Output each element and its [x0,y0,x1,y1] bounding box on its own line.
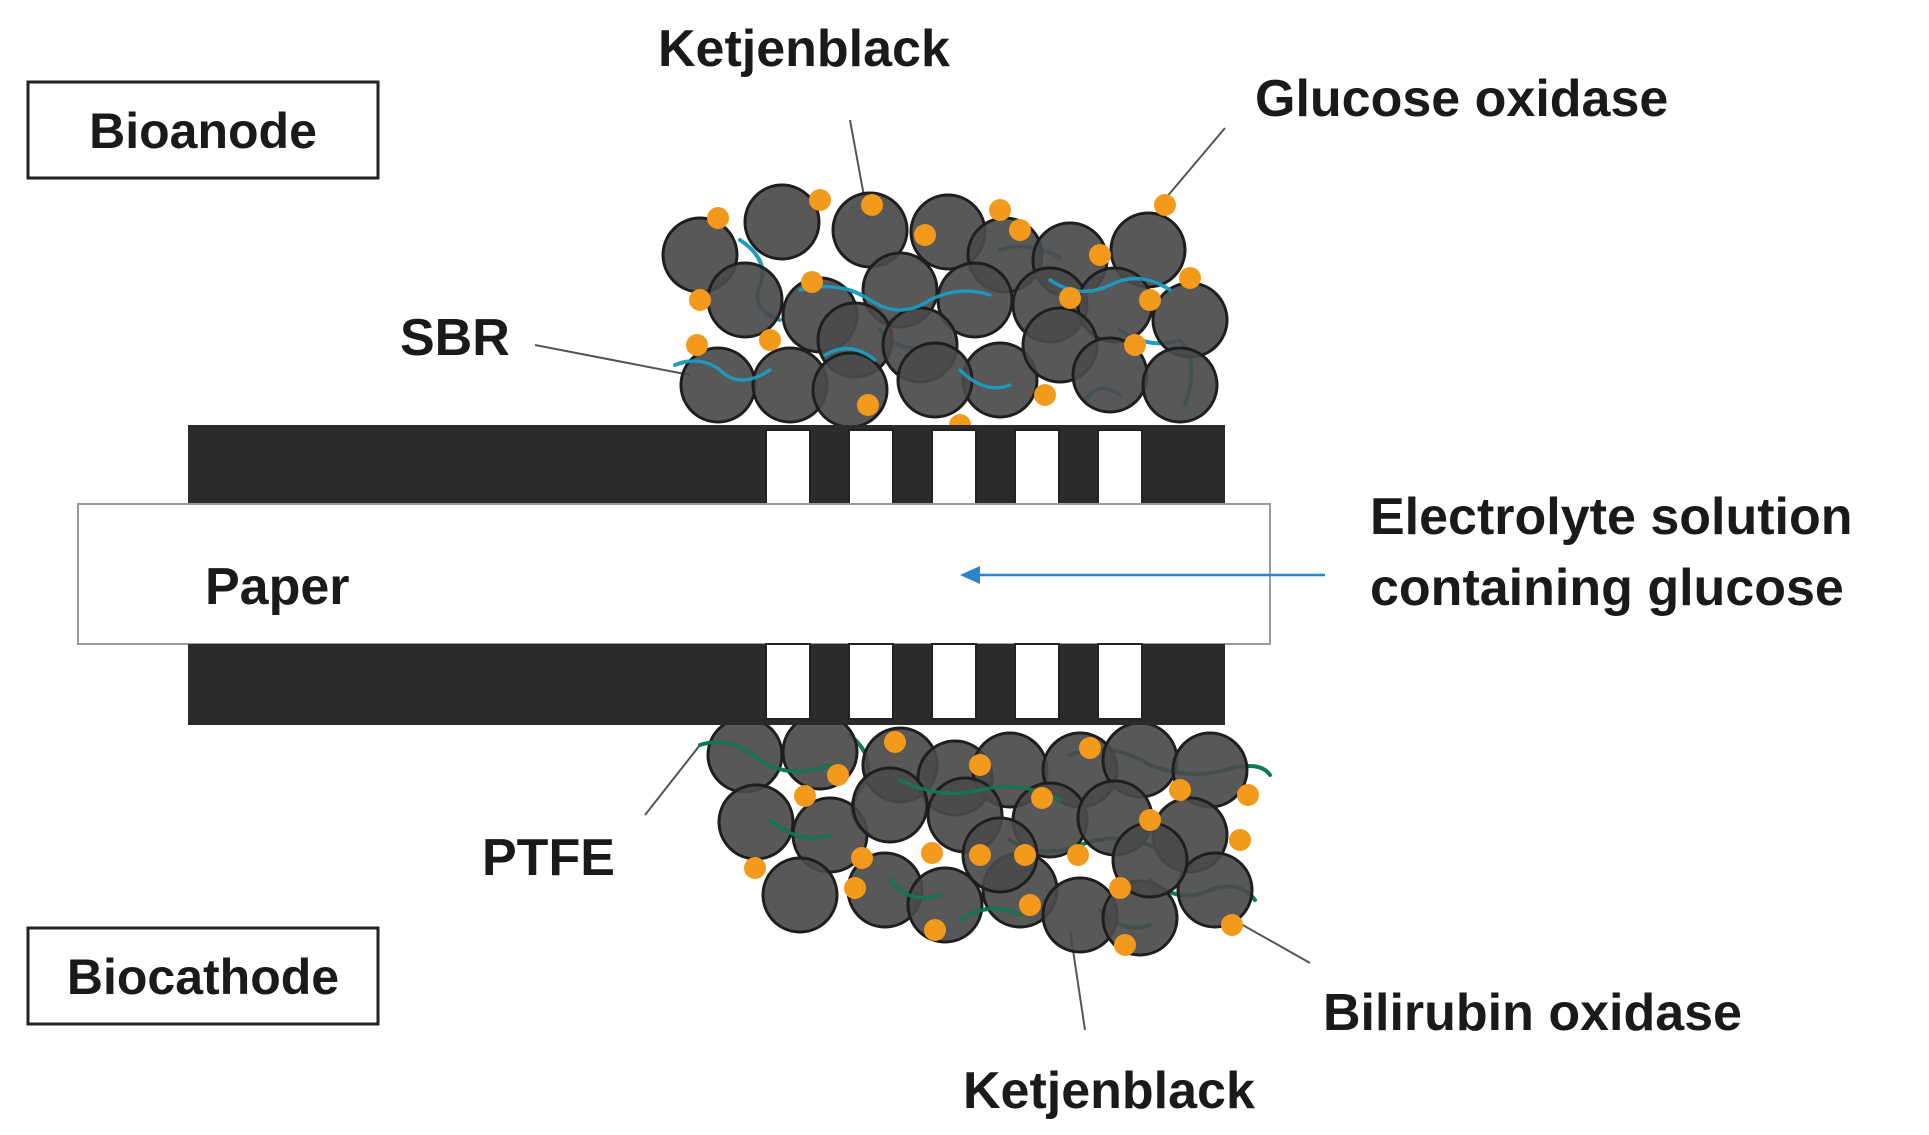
enzyme-dot-icon [1031,787,1053,809]
enzyme-dot-icon [851,847,873,869]
paper-label: Paper [205,558,350,616]
enzyme-dot-icon [1109,877,1131,899]
binder-strand [823,346,877,362]
enzyme-dot-icon [759,329,781,351]
top-electrode-pore [931,429,977,505]
electrolyte-label-line2: containing glucose [1370,559,1844,617]
electrolyte-label-line1: Electrolyte solution [1370,488,1853,546]
enzyme-dot-icon [744,857,766,879]
enzyme-dot-icon [921,842,943,864]
flow-arrow-icon [960,566,1325,584]
ptfe-label: PTFE [482,829,615,887]
enzyme-dot-icon [1009,219,1031,241]
top-electrode-pore [848,429,894,505]
enzyme-dot-icon [884,731,906,753]
bottom-electrode-body [188,644,1225,725]
top-electrode-pore [765,429,811,505]
ketjenblack-particle-icon [1151,281,1229,359]
biocathode-label: Biocathode [67,949,339,1005]
bilirubin-oxidase-label: Bilirubin oxidase [1323,984,1742,1042]
binder-strand [888,878,942,900]
leader-sbr [534,344,691,376]
binder-strand [958,906,1022,922]
enzyme-dot-icon [1139,289,1161,311]
leader-glucose-oxidase [1159,127,1226,206]
enzyme-dot-icon [1124,334,1146,356]
enzyme-dot-icon [809,189,831,211]
glucose-oxidase-label: Glucose oxidase [1255,70,1668,128]
binder-strand [798,284,992,312]
ketjenblack-particle-icon [896,341,974,419]
ketjenblack-particle-icon [679,346,757,424]
bottom-electrode-pore [931,643,977,720]
enzyme-dot-icon [1221,914,1243,936]
ketjenblack-particle-icon [706,261,784,339]
top-electrode-pore [1014,429,1060,505]
ketjenblack-particle-icon [1176,851,1254,929]
enzyme-dot-icon [794,785,816,807]
enzyme-dot-icon [1229,829,1251,851]
enzyme-dot-icon [914,224,936,246]
sbr-label: SBR [400,309,510,367]
enzyme-dot-icon [827,764,849,786]
binder-strand [673,359,772,382]
biocathode-particle-layer [698,713,1272,957]
enzyme-dot-icon [1169,779,1191,801]
enzyme-dot-icon [1014,844,1036,866]
binder-strand [768,818,832,840]
enzyme-dot-icon [707,207,729,229]
binder-strand [698,740,832,774]
ketjenblack-particle-icon [761,856,839,934]
enzyme-dot-icon [1114,934,1136,956]
binder-strand [958,368,1012,390]
enzyme-dot-icon [1154,194,1176,216]
ketjenblack-particle-icon [851,766,929,844]
top-electrode-pore [1097,429,1143,505]
ketjenblack-particle-icon [961,816,1039,894]
bioanode-particle-layer [661,183,1229,436]
bioanode-box [26,80,380,180]
enzyme-dot-icon [969,844,991,866]
enzyme-dot-icon [1067,844,1089,866]
enzyme-dot-icon [1059,287,1081,309]
bottom-electrode [188,643,1225,725]
bottom-electrode-pore [1014,643,1060,720]
top-electrode-body [188,425,1225,504]
enzyme-dot-icon [801,271,823,293]
leader-ptfe [644,744,701,816]
ketjenblack-bottom-label: Ketjenblack [963,1062,1255,1120]
bottom-electrode-pore [765,643,811,720]
enzyme-dot-icon [686,334,708,356]
enzyme-dot-icon [861,194,883,216]
enzyme-dot-icon [844,877,866,899]
enzyme-dot-icon [989,199,1011,221]
enzyme-dot-icon [1179,267,1201,289]
enzyme-dot-icon [1089,244,1111,266]
ketjenblack-particle-icon [706,716,784,794]
enzyme-dot-icon [1139,809,1161,831]
bottom-electrode-pore [848,643,894,720]
enzyme-dot-icon [857,394,879,416]
enzyme-dot-icon [1019,894,1041,916]
enzyme-dot-icon [969,754,991,776]
biocathode-box [26,926,380,1026]
ketjenblack-particle-icon [811,351,889,429]
top-electrode [188,425,1225,505]
enzyme-dot-icon [1034,384,1056,406]
bottom-electrode-pore [1097,643,1143,720]
enzyme-dot-icon [924,919,946,941]
enzyme-dot-icon [689,289,711,311]
enzyme-dot-icon [1237,784,1259,806]
bioanode-label: Bioanode [89,103,317,159]
enzyme-dot-icon [1079,737,1101,759]
ketjenblack-particle-icon [743,183,821,261]
ketjenblack-particle-icon [717,783,795,861]
ketjenblack-particle-icon [1141,346,1219,424]
ketjenblack-top-label: Ketjenblack [658,20,950,78]
